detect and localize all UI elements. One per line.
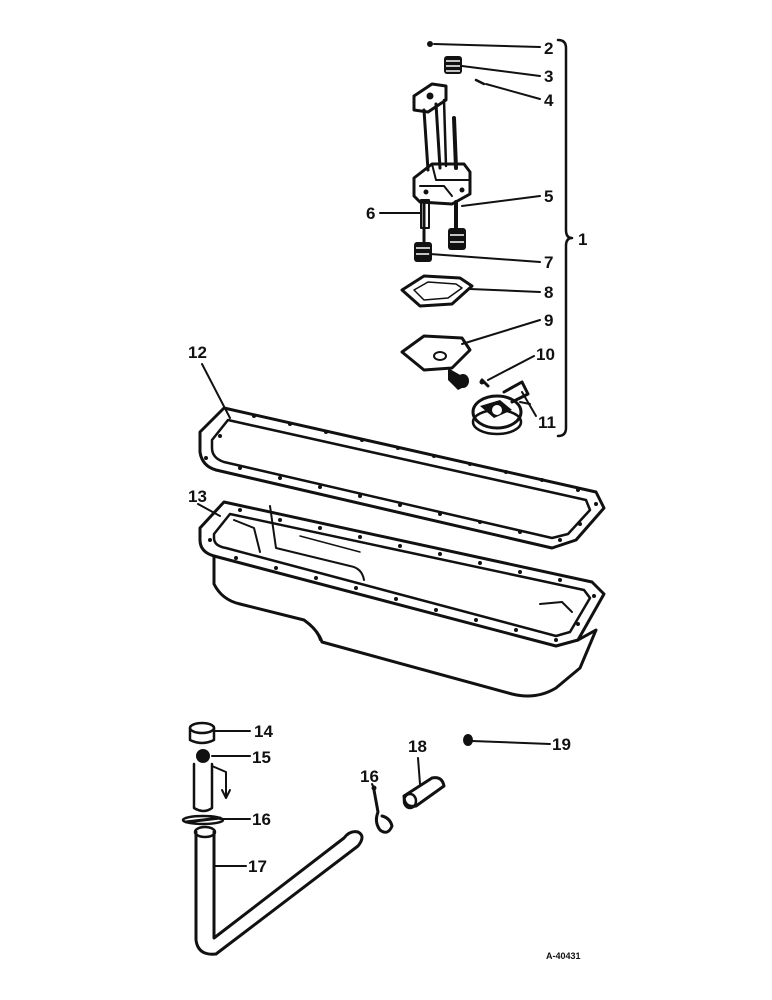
part-11-screen xyxy=(471,380,531,436)
callout-12: 12 xyxy=(188,343,207,362)
part-4-pin xyxy=(474,78,486,86)
drawing-number: A-40431 xyxy=(546,951,581,961)
pump-body xyxy=(412,82,472,246)
callout-2: 2 xyxy=(544,39,553,58)
callout-17: 17 xyxy=(248,857,267,876)
part-6-pin xyxy=(420,199,430,229)
callout-16-right: 16 xyxy=(360,767,379,786)
part-16-clamp-left xyxy=(181,814,225,826)
callout-1: 1 xyxy=(578,230,587,249)
callout-13: 13 xyxy=(188,487,207,506)
part-9-cover xyxy=(400,334,472,390)
leader-lines xyxy=(197,43,551,867)
callout-4: 4 xyxy=(544,91,554,110)
callout-5: 5 xyxy=(544,187,553,206)
callout-11: 11 xyxy=(538,413,556,432)
part-18-tube-connector xyxy=(402,776,446,810)
callout-19: 19 xyxy=(552,735,571,754)
callout-9: 9 xyxy=(544,311,553,330)
part-15-plug xyxy=(192,749,231,813)
callout-14: 14 xyxy=(254,722,273,741)
part-16-clamp-right xyxy=(371,785,394,834)
callout-labels: 2 3 4 5 6 1 7 8 9 10 11 12 13 14 15 16 1… xyxy=(188,39,587,961)
part-8-gasket xyxy=(400,274,474,308)
part-13-oil-pan xyxy=(198,500,606,698)
part-10-screw xyxy=(479,378,490,388)
callout-6: 6 xyxy=(366,204,375,223)
part-19-plug xyxy=(463,734,473,746)
oil-pump-assembly xyxy=(400,41,531,436)
part-3-spring xyxy=(444,56,462,74)
callout-3: 3 xyxy=(544,67,553,86)
callout-18: 18 xyxy=(408,737,427,756)
callout-15: 15 xyxy=(252,748,271,767)
callout-8: 8 xyxy=(544,283,553,302)
part-14-cap xyxy=(188,721,216,745)
callout-10: 10 xyxy=(536,345,555,364)
part-12-pan-gasket xyxy=(198,406,606,550)
part-7-gears xyxy=(414,228,466,262)
callout-7: 7 xyxy=(544,253,553,272)
assembly-bracket xyxy=(556,38,574,438)
part-17-tube xyxy=(193,825,364,956)
callout-16-left: 16 xyxy=(252,810,271,829)
part-2-pin xyxy=(427,41,433,47)
